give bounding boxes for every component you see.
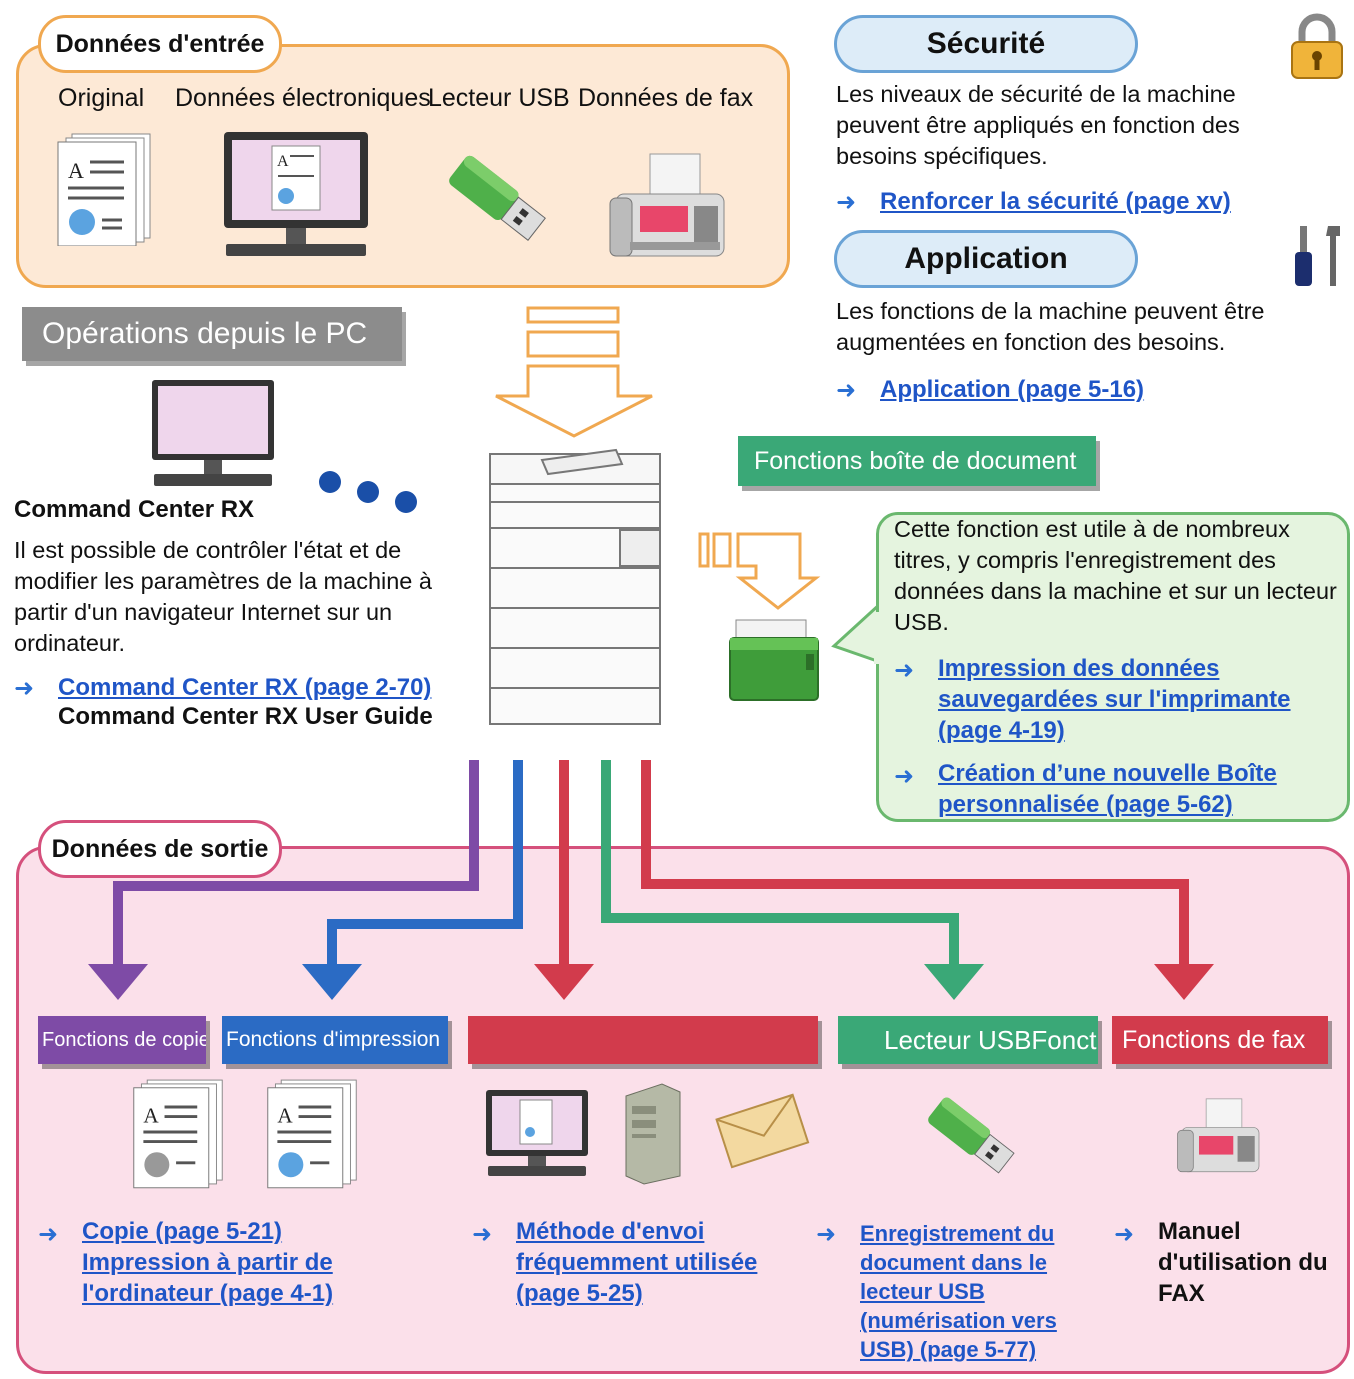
usb-drive-icon — [449, 155, 546, 241]
fax-functions-banner: Fonctions de fax — [1112, 1016, 1328, 1064]
input-flow-arrow — [495, 306, 653, 438]
print-saved-data-link[interactable]: Impression des données sauvegardées sur … — [938, 655, 1291, 744]
fax-machine-icon — [609, 153, 725, 257]
server-icon — [625, 1083, 681, 1185]
document-box-icon — [729, 619, 819, 701]
document-box-callout — [876, 512, 1350, 822]
monitor-document-icon: A — [224, 132, 368, 256]
pc-heading: Command Center RX — [14, 496, 255, 523]
mfp-machine-icon — [489, 448, 661, 725]
tools-icon — [1295, 226, 1340, 286]
document-box-description: Cette fonction est utile à de nombreux t… — [894, 516, 1337, 635]
arrow-right-icon: ➜ — [1114, 1221, 1135, 1248]
application-description: Les fonctions de la machine peuvent être… — [836, 298, 1265, 355]
arrow-right-icon: ➜ — [14, 675, 35, 702]
arrow-right-icon: ➜ — [472, 1221, 493, 1248]
padlock-icon — [1291, 13, 1343, 79]
svg-text:A: A — [68, 158, 84, 183]
computer-icon — [152, 380, 274, 486]
callout-mask — [874, 612, 882, 664]
svg-text:A: A — [277, 153, 289, 170]
output-usb-drive-icon — [928, 1097, 1015, 1174]
arrow-right-icon: ➜ — [836, 189, 857, 216]
svg-text:A: A — [277, 1103, 293, 1127]
pc-operations-banner: Opérations depuis le PC — [22, 307, 402, 361]
copy-link[interactable]: Copie (page 5-21) — [82, 1218, 283, 1245]
output-flow-arrows — [88, 760, 1214, 1000]
label-usb-drive: Lecteur USB — [428, 84, 570, 112]
output-panel — [16, 846, 1350, 1374]
arrow-right-icon: ➜ — [894, 657, 915, 684]
output-fax-icon — [1177, 1098, 1260, 1173]
arrow-right-icon: ➜ — [38, 1221, 59, 1248]
more-dots-icon — [319, 471, 417, 513]
docbox-flow-arrow — [698, 532, 821, 610]
label-original: Original — [58, 84, 145, 112]
document-box-banner: Fonctions boîte de document — [738, 436, 1096, 486]
send-functions-banner — [468, 1016, 818, 1064]
command-center-guide: Command Center RX User Guide — [58, 703, 433, 730]
email-envelope-icon — [715, 1093, 810, 1169]
print-document-icon: A — [267, 1079, 357, 1189]
print-functions-banner: Fonctions d'impression — [222, 1016, 448, 1064]
send-monitor-icon — [486, 1090, 588, 1176]
output-title: Données de sortie — [38, 820, 282, 878]
document-icon: A — [57, 133, 151, 246]
callout-pointer — [831, 602, 882, 664]
pc-description: Il est possible de contrôler l'état et d… — [14, 537, 432, 656]
arrow-right-icon: ➜ — [816, 1221, 837, 1248]
arrow-right-icon: ➜ — [894, 763, 915, 790]
label-electronic-data: Données électroniques — [175, 84, 431, 112]
security-description: Les niveaux de sécurité de la machine pe… — [836, 81, 1240, 169]
copy-functions-banner: Fonctions de copie — [38, 1016, 206, 1064]
security-link[interactable]: Renforcer la sécurité (page xv) — [880, 188, 1231, 215]
arrow-right-icon: ➜ — [836, 377, 857, 404]
application-link[interactable]: Application (page 5-16) — [880, 376, 1145, 403]
command-center-link[interactable]: Command Center RX (page 2-70) — [58, 674, 432, 701]
security-pill: Sécurité — [834, 15, 1138, 73]
usb-drive-banner: Lecteur USBFonctions d'envoi — [838, 1016, 1098, 1064]
fax-manual: Manuel d'utilisation du FAX — [1158, 1218, 1328, 1307]
scan-to-usb-link[interactable]: Enregistrement du document dans le lecte… — [860, 1221, 1057, 1362]
application-pill: Application — [834, 230, 1138, 288]
create-custom-box-link[interactable]: Création d’une nouvelle Boîte personnali… — [938, 760, 1277, 818]
svg-text:A: A — [143, 1103, 159, 1127]
input-title: Données d'entrée — [38, 15, 282, 73]
send-method-link[interactable]: Méthode d'envoi fréquemment utilisée (pa… — [516, 1218, 758, 1307]
copy-document-icon: A — [133, 1079, 223, 1189]
print-from-computer-link[interactable]: Impression à partir de l'ordinateur (pag… — [82, 1249, 334, 1307]
label-fax-data: Données de fax — [578, 84, 754, 112]
